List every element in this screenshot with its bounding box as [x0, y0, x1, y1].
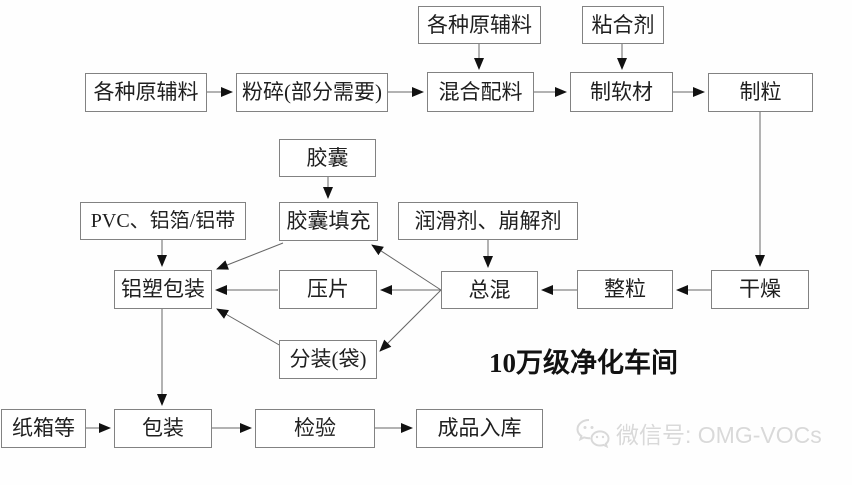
node-raw-materials: 各种原辅料: [85, 73, 207, 112]
node-warehousing: 成品入库: [416, 409, 543, 448]
node-soft-material: 制软材: [570, 72, 673, 112]
node-granule-sizing: 整粒: [577, 270, 673, 309]
watermark-text: 微信号: OMG-VOCs: [616, 422, 822, 448]
node-blister-packaging: 铝塑包装: [114, 270, 212, 309]
node-total-mixing: 总混: [441, 271, 538, 309]
node-pvc-foil: PVC、铝箔/铝带: [80, 202, 246, 240]
node-carton: 纸箱等: [1, 409, 86, 448]
cleanroom-grade-label: 10万级净化车间: [489, 348, 678, 378]
node-tableting: 压片: [279, 270, 377, 309]
node-granulation: 制粒: [708, 73, 813, 112]
node-binder: 粘合剂: [582, 6, 664, 44]
watermark: 微信号: OMG-VOCs: [576, 416, 822, 450]
node-capsule: 胶囊: [279, 139, 376, 177]
node-lubricant-disintegrant: 润滑剂、崩解剂: [398, 202, 578, 240]
node-mixing: 混合配料: [427, 72, 534, 112]
node-capsule-filling: 胶囊填充: [279, 202, 378, 241]
node-crushing: 粉碎(部分需要): [236, 73, 388, 112]
wechat-icon: [576, 418, 610, 448]
node-bagging: 分装(袋): [279, 340, 377, 379]
node-inspection: 检验: [255, 409, 375, 448]
node-raw-materials-top: 各种原辅料: [418, 6, 541, 44]
node-drying: 干燥: [711, 270, 809, 309]
node-packaging: 包装: [114, 409, 212, 448]
